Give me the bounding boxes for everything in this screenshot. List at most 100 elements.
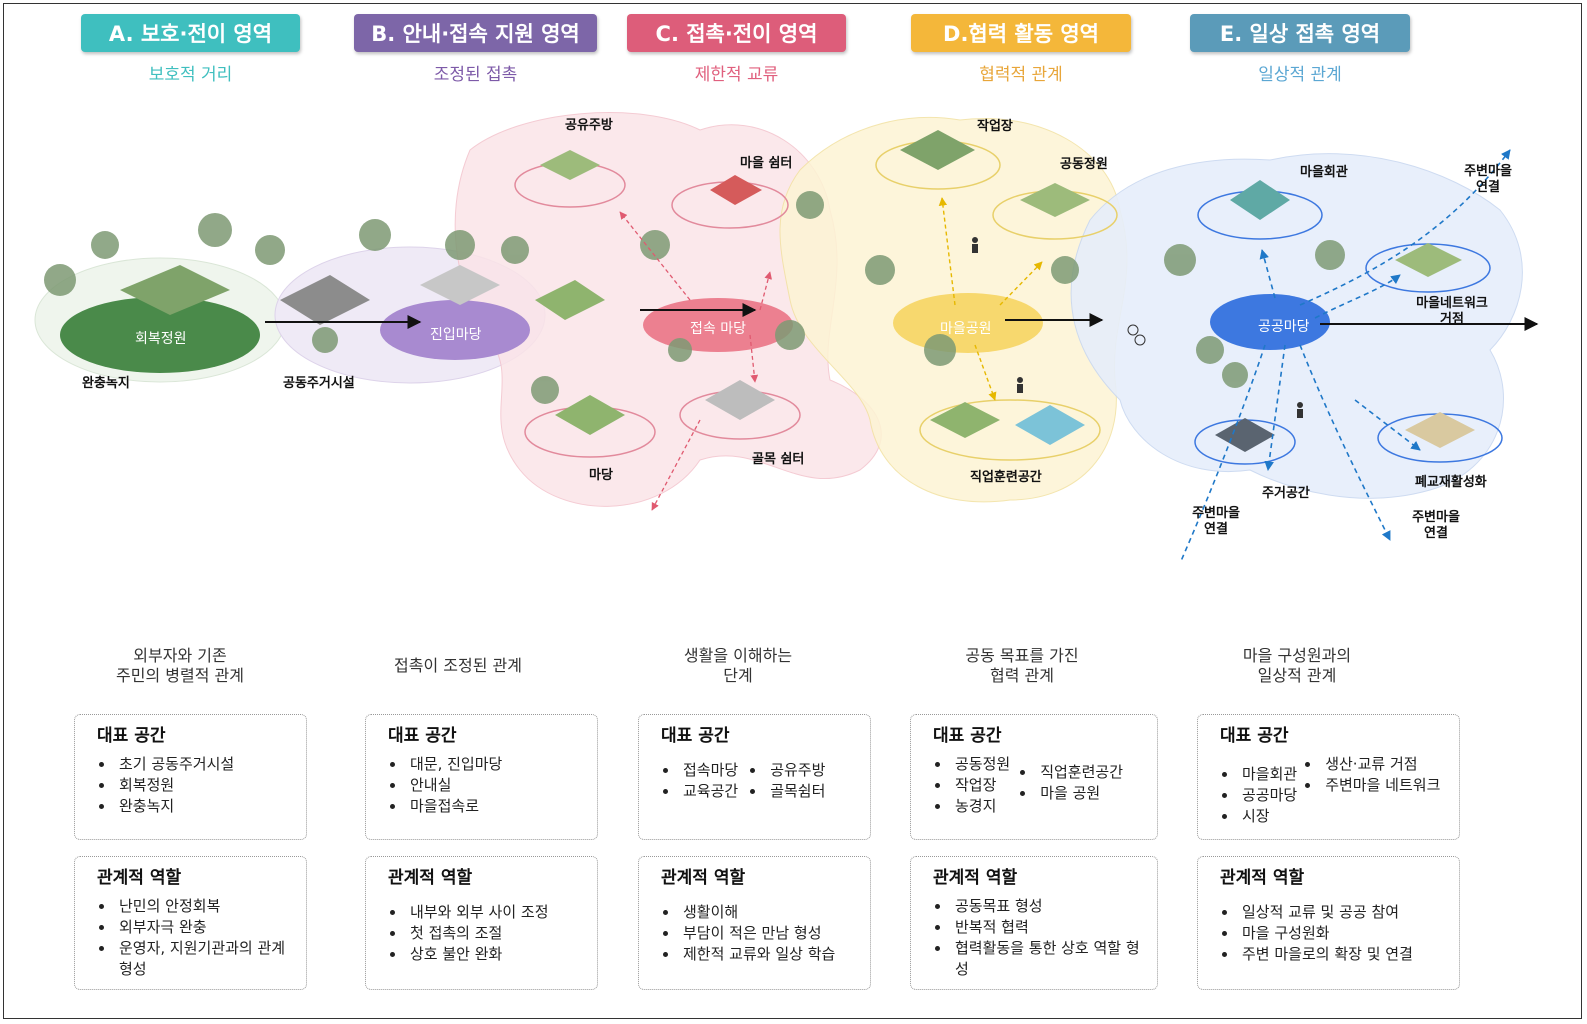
zone-c-title: C. 접촉·전이 영역 <box>627 14 846 52</box>
list-item: 골목쉼터 <box>766 781 825 802</box>
yellow-arrow-garden <box>999 261 1043 306</box>
list-item: 직업훈련공간 <box>1036 762 1123 783</box>
role-title: 관계적 역할 <box>388 868 473 888</box>
role-title: 관계적 역할 <box>661 868 746 888</box>
label-closed-school: 폐교재활성화 <box>1415 475 1487 490</box>
label-nearby-link-left: 주변마을 연결 <box>1192 506 1240 537</box>
list-item: 회복정원 <box>115 775 294 796</box>
list-item: 주변 마을로의 확장 및 연결 <box>1238 944 1447 965</box>
list-item: 대문, 진입마당 <box>406 754 585 775</box>
list-item: 생산·교류 거점 <box>1321 754 1440 775</box>
people-figures <box>972 237 1303 418</box>
rep-box-a: 대표 공간 초기 공동주거시설 회복정원 완충녹지 <box>74 714 307 840</box>
label-village-hall: 마을회관 <box>1300 165 1348 180</box>
zone-b-title: B. 안내·접속 지원 영역 <box>354 14 597 52</box>
role-box-c: 관계적 역할 생활이해 부담이 적은 만남 형성 제한적 교류와 일상 학습 <box>638 856 871 990</box>
list-item: 상호 불안 완화 <box>406 944 585 965</box>
label-alley-shelter: 골목 쉼터 <box>752 452 805 467</box>
role-title: 관계적 역할 <box>97 868 182 888</box>
list-item: 공동정원 <box>951 754 1010 775</box>
rep-box-e: 대표 공간 마을회관 공공마당 시장 생산·교류 거점 주변마을 네트워크 <box>1197 714 1460 840</box>
red-arrow-alley <box>749 334 759 383</box>
list-item: 마을회관 <box>1238 764 1297 785</box>
blue-arrow-school <box>1354 399 1421 451</box>
label-network-hub: 마을네트워크 거점 <box>1416 296 1488 327</box>
list-item: 제한적 교류와 일상 학습 <box>679 944 858 965</box>
label-housing: 주거공간 <box>1262 486 1310 501</box>
zone-c-subtitle: 제한적 교류 <box>694 65 779 85</box>
label-contact-yard: 접속 마당 <box>690 321 746 337</box>
label-nearby-link-right: 주변마을 연결 <box>1412 510 1460 541</box>
list-item: 내부와 외부 사이 조정 <box>406 902 585 923</box>
zone-d-title: D.협력 활동 영역 <box>911 14 1131 52</box>
rep-title: 대표 공간 <box>388 726 457 746</box>
list-item: 첫 접촉의 조절 <box>406 923 585 944</box>
job-training-ring <box>919 399 1101 461</box>
blue-arrow-right-link <box>1299 344 1391 541</box>
list-item: 난민의 안정회복 <box>115 896 294 917</box>
label-workshop: 작업장 <box>977 119 1013 134</box>
figure-frame <box>3 3 1582 1019</box>
label-cohousing: 공동주거시설 <box>283 376 355 391</box>
list-item: 공공마당 <box>1238 785 1297 806</box>
list-item: 부담이 적은 만남 형성 <box>679 923 858 944</box>
list-item: 접속마당 <box>679 760 738 781</box>
list-item: 작업장 <box>951 775 1010 796</box>
zone-a-subtitle: 보호적 거리 <box>148 65 233 85</box>
zone-d-subtitle: 협력적 관계 <box>979 65 1063 85</box>
role-box-e: 관계적 역할 일상적 교류 및 공공 참여 마을 구성원화 주변 마을로의 확장… <box>1197 856 1460 990</box>
label-community-garden: 공동정원 <box>1060 157 1108 172</box>
public-yard-core <box>1210 294 1330 350</box>
label-yard: 마당 <box>589 468 613 483</box>
list-item: 일상적 교류 및 공공 참여 <box>1238 902 1447 923</box>
list-item: 시장 <box>1238 806 1297 827</box>
yellow-arrow-training <box>974 344 997 401</box>
list-item: 농경지 <box>951 796 1010 817</box>
block-illustrations <box>120 130 1475 452</box>
role-box-d: 관계적 역할 공동목표 형성 반복적 협력 협력활동을 통한 상호 역할 형성 <box>910 856 1158 990</box>
list-item: 마을 공원 <box>1036 783 1123 804</box>
label-buffer-green: 완충녹지 <box>82 376 130 391</box>
role-title: 관계적 역할 <box>933 868 1018 888</box>
list-item: 공동목표 형성 <box>951 896 1145 917</box>
zone-e-title: E. 일상 접촉 영역 <box>1190 14 1410 52</box>
list-item: 교육공간 <box>679 781 738 802</box>
rep-box-c: 대표 공간 접속마당 교육공간 공유주방 골목쉼터 <box>638 714 871 840</box>
list-item: 운영자, 지원기관과의 관계형성 <box>115 938 294 980</box>
list-item: 마을접속로 <box>406 796 585 817</box>
rep-box-d: 대표 공간 공동정원 작업장 농경지 직업훈련공간 마을 공원 <box>910 714 1158 840</box>
blue-arrow-left-link <box>1180 344 1266 560</box>
zone-a-title: A. 보호·전이 영역 <box>81 14 300 52</box>
list-item: 완충녹지 <box>115 796 294 817</box>
blue-arrow-top-link <box>1299 149 1511 306</box>
yellow-arrow-workshop <box>938 197 956 306</box>
list-item: 공유주방 <box>766 760 825 781</box>
role-title: 관계적 역할 <box>1220 868 1305 888</box>
list-item: 초기 공동주거시설 <box>115 754 294 775</box>
label-job-training: 직업훈련공간 <box>970 470 1042 485</box>
list-item: 주변마을 네트워크 <box>1321 775 1440 796</box>
role-box-b: 관계적 역할 내부와 외부 사이 조정 첫 접촉의 조절 상호 불안 완화 <box>365 856 598 990</box>
label-shared-kitchen: 공유주방 <box>565 118 613 133</box>
blue-arrow-housing <box>1264 344 1286 471</box>
spatial-diagram <box>34 112 1539 560</box>
label-nearby-link-top: 주변마을 연결 <box>1464 164 1512 195</box>
label-village-park: 마을공원 <box>940 321 992 337</box>
list-item: 반복적 협력 <box>951 917 1145 938</box>
rep-title: 대표 공간 <box>1220 726 1289 746</box>
list-item: 외부자극 완충 <box>115 917 294 938</box>
label-recovery-garden: 회복정원 <box>135 331 187 347</box>
blue-arrow-network <box>1314 274 1401 319</box>
stage-b-desc: 접촉이 조정된 관계 <box>394 656 522 675</box>
list-item: 마을 구성원화 <box>1238 923 1447 944</box>
list-item: 안내실 <box>406 775 585 796</box>
recovery-garden-core <box>60 297 260 373</box>
rep-title: 대표 공간 <box>97 726 166 746</box>
rep-title: 대표 공간 <box>933 726 1002 746</box>
rep-box-b: 대표 공간 대문, 진입마당 안내실 마을접속로 <box>365 714 598 840</box>
red-arrow-kitchen <box>619 211 691 301</box>
